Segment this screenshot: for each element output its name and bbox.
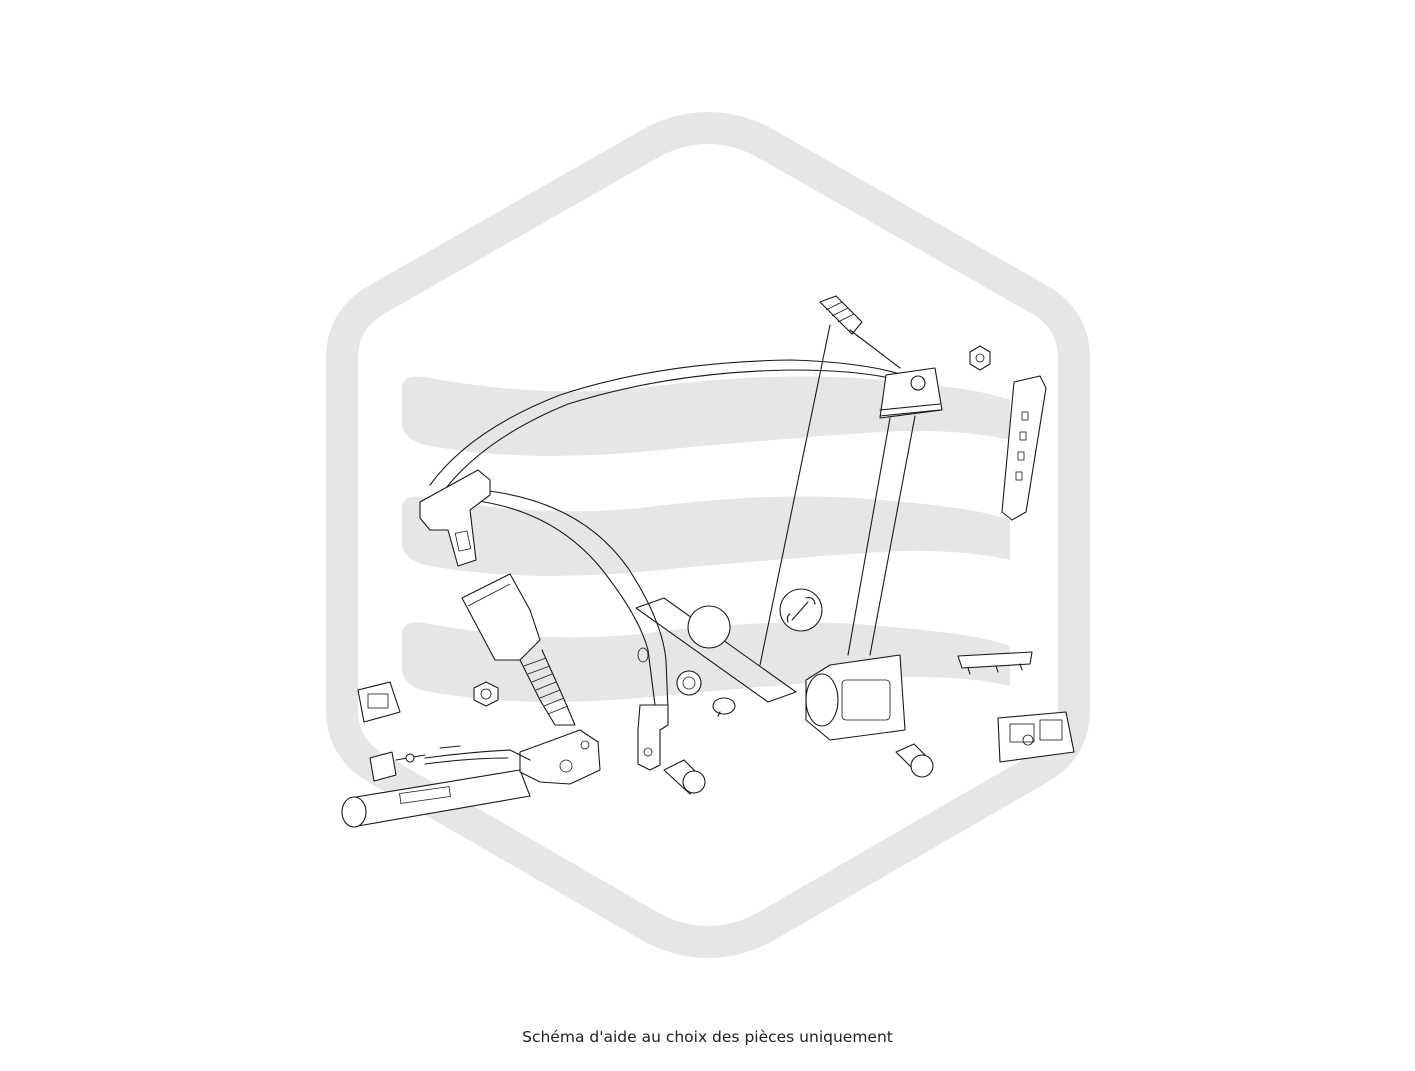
mounting-bracket-icon [635, 597, 797, 703]
torx-bolt-icon [663, 759, 706, 795]
diagram-caption: Schéma d'aide au choix des pièces unique… [522, 1028, 893, 1046]
seat-belt-top-anchor-icon [759, 295, 901, 666]
belt-tensioner-icon [341, 729, 601, 828]
spacer-washer-icon [676, 670, 702, 696]
wrench-marker-icon [779, 588, 823, 632]
plastic-clip-icon [712, 697, 736, 717]
hex-nut-icon [473, 681, 499, 707]
hex-nut-icon [969, 345, 991, 371]
torx-bolt-icon [895, 743, 934, 778]
part-marker-circle [687, 605, 731, 649]
mounting-bracket-icon [957, 651, 1033, 675]
watermark-wave-3 [401, 622, 1010, 702]
buckle-tongue-icon [419, 469, 491, 567]
height-adjuster-rail-icon [1001, 375, 1047, 521]
watermark-hexagon [326, 111, 1090, 959]
belt-retractor-icon [805, 367, 943, 741]
plastic-clip-icon [357, 681, 401, 723]
watermark-wave-2 [401, 496, 1010, 576]
hexagon-waves-logo [326, 111, 1090, 959]
seat-belt-buckle-icon [461, 573, 576, 726]
control-unit-icon [997, 711, 1075, 763]
shoulder-belt-icon [429, 359, 901, 771]
electrical-connector-icon [369, 745, 461, 782]
watermark-wave-1 [401, 376, 1010, 456]
